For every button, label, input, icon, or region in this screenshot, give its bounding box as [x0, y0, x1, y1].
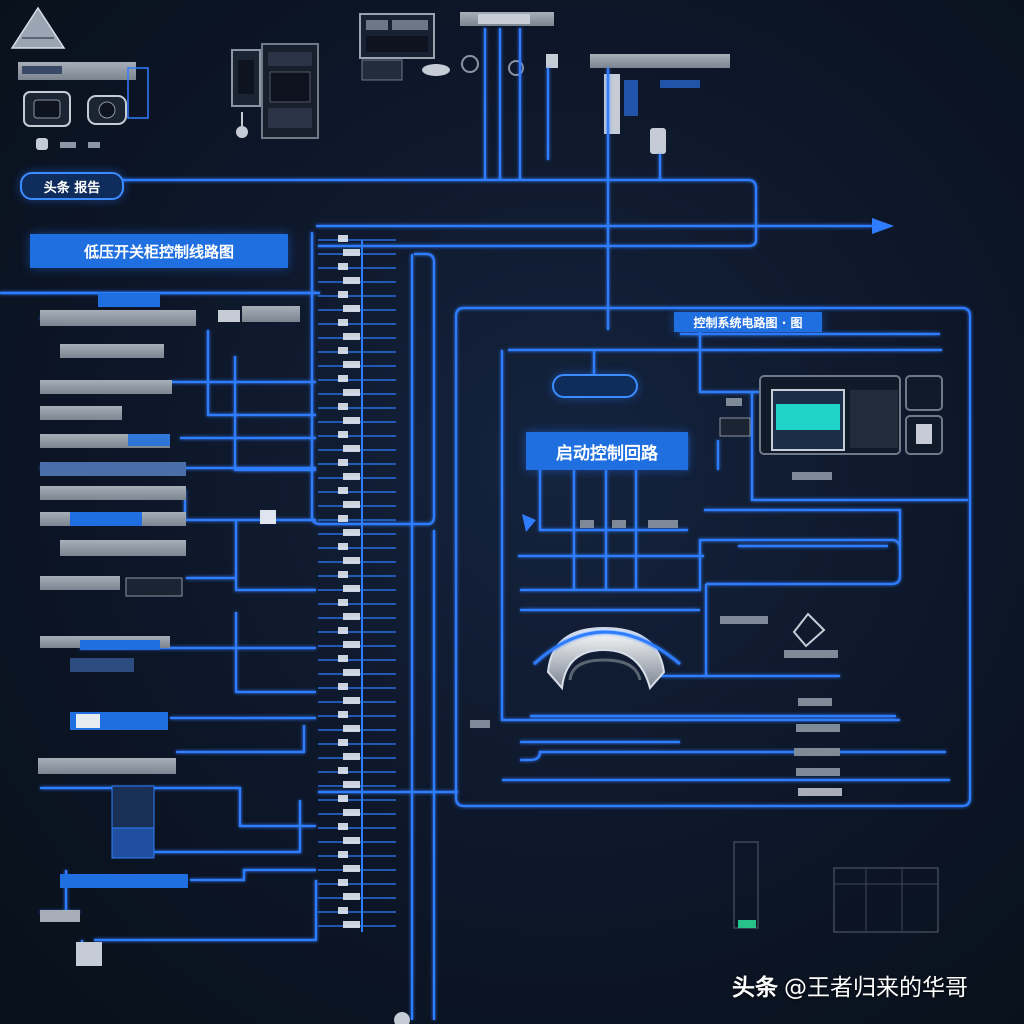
top-right-bar	[590, 54, 730, 68]
center-status-pill	[552, 374, 638, 398]
terminal-tag	[343, 669, 360, 676]
left-component-ladder	[38, 293, 300, 966]
terminal-tag	[343, 529, 360, 536]
terminal-tag	[343, 501, 360, 508]
terminal-tag	[338, 851, 348, 858]
terminal-tag	[343, 249, 360, 256]
terminal-tag	[343, 361, 360, 368]
terminal-tag	[338, 795, 348, 802]
terminal-tag	[343, 837, 360, 844]
watermark-handle: @王者归来的华哥	[784, 975, 968, 1001]
terminal-tag	[343, 445, 360, 452]
terminal-tag	[343, 725, 360, 732]
terminal-tag	[343, 557, 360, 564]
terminal-tag	[343, 389, 360, 396]
terminal-tag	[343, 585, 360, 592]
diamond-icon	[792, 612, 826, 648]
top-equipment-row	[10, 6, 730, 154]
terminal-tag	[343, 473, 360, 480]
terminal-tag	[338, 823, 348, 830]
terminal-tag	[338, 375, 348, 382]
right-panel-header: 控制系统电路图 · 图	[674, 312, 822, 332]
terminal-tag	[343, 417, 360, 424]
top-left-tag: 头条 报告	[20, 172, 124, 200]
terminal-tag	[343, 333, 360, 340]
terminal-tag	[338, 459, 348, 466]
terminal-tag	[343, 809, 360, 816]
arc-component	[546, 626, 666, 691]
terminal-tag	[343, 893, 360, 900]
terminal-tag	[338, 403, 348, 410]
terminal-tag	[338, 767, 348, 774]
center-title: 启动控制回路	[526, 432, 688, 470]
terminal-tag	[338, 515, 348, 522]
terminal-tag	[338, 879, 348, 886]
terminal-tag	[343, 697, 360, 704]
left-panel-header: 低压开关柜控制线路图	[30, 234, 288, 268]
terminal-tag	[338, 711, 348, 718]
right-panel-components	[260, 375, 943, 1024]
terminal-tag	[338, 907, 348, 914]
flow-arrow-icon	[872, 218, 894, 234]
terminal-tag	[338, 291, 348, 298]
terminal-tag	[343, 277, 360, 284]
terminal-tag	[338, 739, 348, 746]
terminal-tag	[338, 487, 348, 494]
terminal-tag	[343, 865, 360, 872]
terminal-tag	[338, 627, 348, 634]
watermark-brand: 头条	[732, 975, 778, 1001]
terminal-tag	[343, 921, 360, 928]
terminal-strip	[318, 235, 396, 932]
terminal-tag	[338, 431, 348, 438]
terminal-tag	[338, 543, 348, 550]
terminal-tag	[338, 571, 348, 578]
terminal-tag	[338, 683, 348, 690]
watermark: 头条@王者归来的华哥	[732, 968, 1012, 1008]
terminal-tag	[343, 781, 360, 788]
terminal-tag	[343, 305, 360, 312]
terminal-tag	[338, 347, 348, 354]
warning-triangle-icon	[10, 6, 66, 49]
terminal-tag	[338, 235, 348, 242]
terminal-tag	[343, 753, 360, 760]
terminal-tag	[338, 319, 348, 326]
terminal-tag	[343, 641, 360, 648]
terminal-tag	[338, 263, 348, 270]
terminal-tag	[338, 599, 348, 606]
wiring	[0, 28, 972, 1020]
terminal-tag	[343, 613, 360, 620]
terminal-tag	[338, 655, 348, 662]
